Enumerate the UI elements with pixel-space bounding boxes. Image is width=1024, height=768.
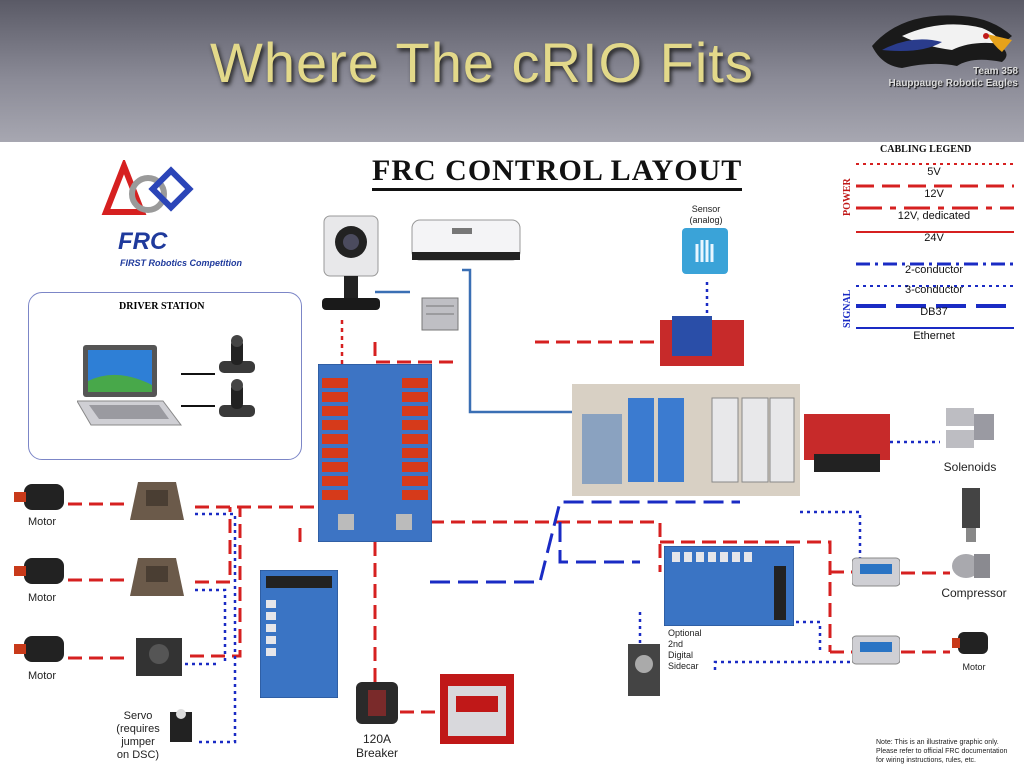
signal-wire (800, 510, 862, 572)
legend-24v: 24V (924, 232, 944, 244)
solenoid-valve-icon (946, 408, 994, 448)
breaker-label-line1: 120A (362, 732, 392, 746)
encoder-icon (628, 644, 660, 696)
team-name: Hauppauge Robotic Eagles (888, 78, 1018, 89)
driver-station-box: DRIVER STATION (28, 292, 302, 460)
laptop-icon (77, 345, 182, 426)
legend-ethernet: Ethernet (913, 330, 955, 342)
signal-wire (195, 588, 227, 662)
legend-lines (856, 163, 1014, 329)
pressure-switch-icon (962, 488, 980, 542)
db37-cable (558, 522, 640, 564)
legend-2-conductor: 2-conductor (904, 264, 964, 276)
motor-label: Motor (27, 516, 57, 528)
legend-5v: 5V (927, 166, 941, 178)
wireless-router-icon (411, 219, 521, 261)
servo-label-line1: Servo (123, 710, 153, 722)
slide-title: Where The cRIO Fits (210, 31, 754, 94)
motor-label: Motor (27, 592, 57, 604)
joystick-icon (219, 335, 255, 373)
motor-icon (14, 558, 64, 584)
digital-sidecar-icon (260, 570, 338, 698)
power-wire (373, 342, 460, 364)
frc-logo-subtext: FIRST Robotics Competition (120, 258, 242, 268)
motor-label: Motor (27, 670, 57, 682)
legend-signal-label: SIGNAL (842, 289, 853, 328)
motor-label: Motor (962, 662, 986, 672)
speed-controller-icon (130, 482, 184, 520)
layout-title: FRC CONTROL LAYOUT (372, 154, 743, 191)
power-distribution-board-icon (318, 364, 432, 542)
digital-sidecar-2-icon (664, 546, 794, 626)
compressor-icon (952, 554, 990, 578)
joystick-cable (181, 405, 215, 407)
team-number: Team 358 (973, 66, 1018, 77)
sidecar-label: Optional 2nd Digital Sidecar (668, 628, 712, 672)
sensor-label-line2: (analog) (689, 215, 723, 225)
disclaimer-note: Note: This is an illustrative graphic on… (876, 739, 1008, 764)
motor-icon (14, 636, 64, 662)
sensor-label-line1: Sensor (691, 204, 721, 214)
db37-cable (430, 500, 740, 584)
slide-header: Where The cRIO Fits Team 358 Hauppauge R… (0, 0, 1024, 142)
power-wire (190, 507, 242, 658)
sidecar-label-line1: Optional (668, 628, 702, 638)
legend-12v-dedicated: 12V, dedicated (897, 210, 971, 222)
analog-breakout-icon (660, 316, 744, 366)
speed-controller-icon (130, 558, 184, 596)
compressor-label: Compressor (941, 586, 1007, 600)
servo-label-line4: on DSC) (116, 749, 160, 761)
breaker-label: 120A Breaker (348, 732, 406, 760)
legend-3-conductor: 3-conductor (904, 284, 964, 296)
sidecar-label-line4: Sidecar (668, 661, 699, 671)
motor-icon (952, 632, 988, 654)
speed-controller-icon (136, 638, 182, 676)
legend-12v: 12V (924, 188, 944, 200)
driver-station-title: DRIVER STATION (119, 301, 205, 312)
frc-logo-icon (101, 160, 194, 215)
frc-control-diagram: FRC CONTROL LAYOUT FRC FIRST Robotics Co… (0, 142, 1024, 768)
sensor-icon (682, 228, 728, 274)
servo-label: Servo (requires jumper on DSC) (108, 710, 168, 762)
eagle-logo-icon (872, 15, 1012, 68)
spike-relay-icon (852, 557, 900, 587)
power-wire (430, 520, 662, 572)
joystick-cable (181, 373, 215, 375)
breaker-icon (356, 682, 398, 724)
breaker-label-line2: Breaker (355, 746, 399, 760)
servo-label-line3: jumper (121, 736, 155, 748)
ethernet-cable (462, 268, 575, 414)
crio-controller-icon (572, 384, 800, 496)
solenoid-breakout-icon (804, 414, 890, 472)
servo-icon (170, 709, 192, 742)
sidecar-label-line3: Digital (668, 650, 694, 660)
voltage-converter-icon (421, 297, 459, 331)
signal-wire (195, 512, 237, 744)
camera-icon (322, 215, 380, 310)
sensor-label: Sensor (analog) (682, 204, 730, 226)
power-wire (660, 540, 832, 652)
battery-icon (440, 674, 514, 744)
sidecar-label-line2: 2nd (668, 639, 684, 649)
signal-wire (740, 620, 822, 654)
joystick-icon (219, 379, 255, 417)
motor-icon (14, 484, 64, 510)
team-caption: Team 358 Hauppauge Robotic Eagles (866, 66, 1018, 90)
solenoids-label: Solenoids (943, 460, 997, 474)
legend-title: CABLING LEGEND (880, 144, 972, 155)
legend-power-label: POWER (842, 178, 853, 216)
spike-relay-icon (852, 635, 900, 665)
power-wire (195, 507, 232, 584)
legend-db37: DB37 (920, 306, 948, 318)
frc-logo-text: FRC (118, 228, 168, 255)
servo-label-line2: (requires (116, 723, 160, 735)
